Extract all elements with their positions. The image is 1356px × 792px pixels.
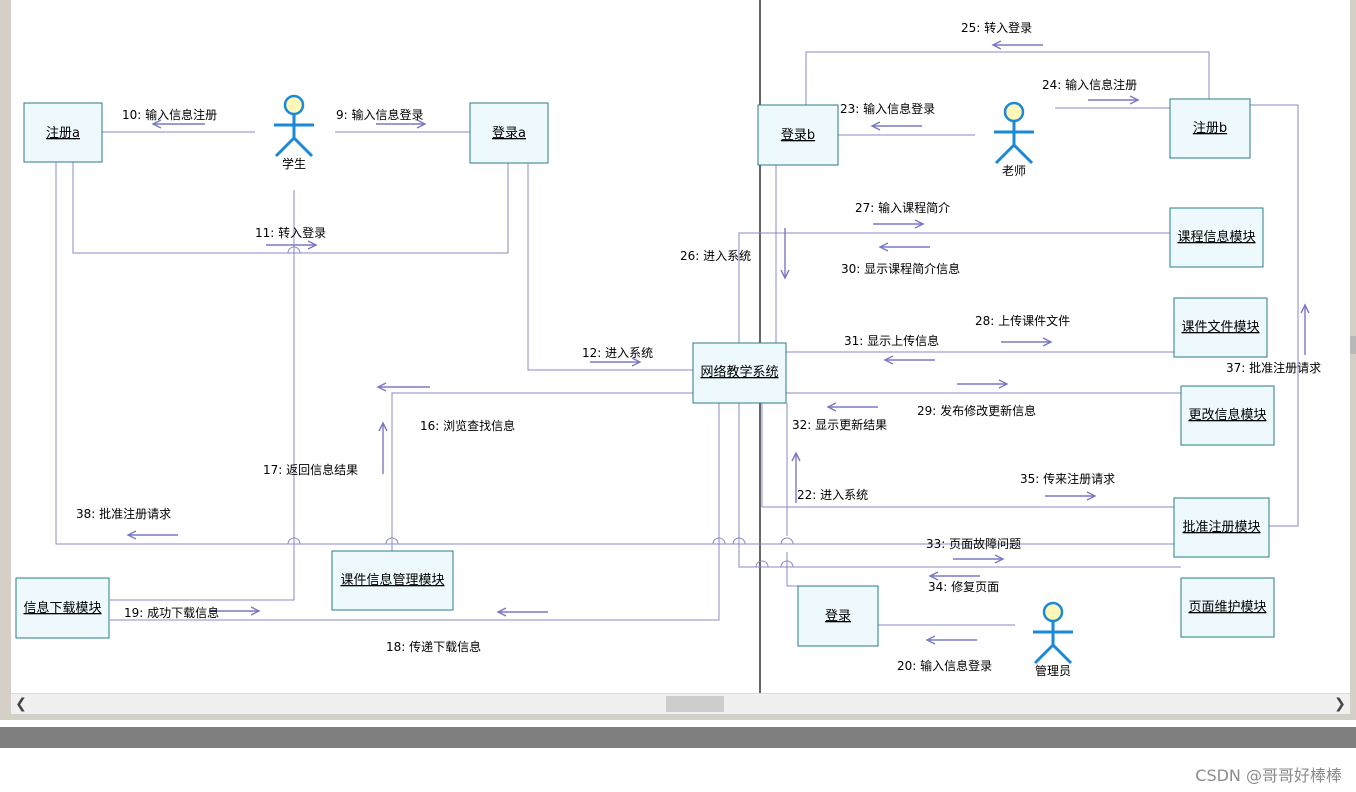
actor-admin[interactable]: 管理员: [1033, 601, 1073, 678]
message-label: 33: 页面故障问题: [926, 536, 1021, 551]
message-arrows: [126, 40, 1310, 645]
node-approve[interactable]: 批准注册模块: [1173, 497, 1270, 558]
message-label: 37: 批准注册请求: [1226, 360, 1321, 375]
actor-head-icon: [1003, 101, 1025, 123]
line-hop: [385, 537, 399, 545]
message-label: 22: 进入系统: [797, 488, 868, 502]
node-label: 登录: [825, 609, 851, 624]
node-label: 登录b: [781, 128, 815, 143]
node-label: 课件文件模块: [1181, 320, 1259, 335]
horizontal-scrollbar[interactable]: ❮ ❯: [11, 693, 1350, 714]
line-hop: [712, 537, 726, 545]
line-hop: [732, 537, 746, 545]
message-label: 10: 输入信息注册: [122, 107, 217, 122]
node-label: 登录a: [492, 126, 526, 141]
message-label: 24: 输入信息注册: [1042, 77, 1137, 92]
chevron-left-icon[interactable]: ❮: [15, 696, 27, 712]
node-label: 课件信息管理模块: [340, 572, 444, 588]
message-label: 17: 返回信息结果: [263, 462, 358, 477]
node-course-mgmt[interactable]: 课件信息管理模块: [331, 550, 454, 611]
message-label: 20: 输入信息登录: [897, 658, 992, 673]
link-system-download: [110, 403, 720, 621]
line-hop: [755, 560, 769, 568]
message-label: 28: 上传课件文件: [975, 313, 1070, 328]
node-label: 注册a: [46, 126, 80, 141]
scrollbar-thumb[interactable]: [666, 696, 724, 712]
message-label: 16: 浏览查找信息: [420, 418, 515, 433]
node-login[interactable]: 登录: [797, 585, 879, 647]
message-label: 35: 传来注册请求: [1020, 471, 1115, 486]
diagram-canvas: 注册a 登录a 登录b 注册b 网络教学系统 课程信息模块 课件文件模块 更改信…: [11, 0, 1350, 693]
node-reg-a[interactable]: 注册a: [23, 102, 103, 163]
message-label: 30: 显示课程简介信息: [841, 261, 960, 276]
message-label: 31: 显示上传信息: [844, 333, 939, 348]
link-reg-b-approve: [1250, 104, 1299, 527]
link-system-course-info: [738, 232, 1170, 343]
chevron-right-icon[interactable]: ❯: [1334, 696, 1346, 712]
link-system-login-2: [786, 552, 798, 587]
node-course-file[interactable]: 课件文件模块: [1173, 297, 1268, 358]
actor-teacher[interactable]: 老师: [994, 101, 1034, 178]
node-login-b[interactable]: 登录b: [757, 104, 839, 166]
actor-student[interactable]: 学生: [274, 94, 314, 171]
node-label: 更改信息模块: [1188, 407, 1266, 423]
link-system-course-mgmt: [391, 392, 693, 551]
link-login-b-reg-b: [805, 51, 1210, 105]
node-label: 信息下载模块: [23, 600, 101, 616]
node-download[interactable]: 信息下载模块: [15, 577, 110, 639]
message-label: 27: 输入课程简介: [855, 200, 950, 215]
link-reg-a-login-a: [72, 162, 509, 254]
line-hop: [780, 537, 794, 545]
node-label: 课程信息模块: [1177, 229, 1255, 245]
message-label: 25: 转入登录: [961, 20, 1032, 35]
node-change-info[interactable]: 更改信息模块: [1180, 385, 1275, 446]
actor-head-icon: [1042, 601, 1064, 623]
message-label: 32: 显示更新结果: [792, 417, 887, 432]
link-student-download: [110, 190, 295, 601]
node-login-a[interactable]: 登录a: [469, 102, 549, 164]
link-system-approve: [761, 403, 1174, 508]
actor-label: 管理员: [1035, 663, 1071, 678]
node-maintain[interactable]: 页面维护模块: [1180, 577, 1275, 638]
node-course-info[interactable]: 课程信息模块: [1169, 207, 1264, 268]
message-label: 12: 进入系统: [582, 346, 653, 360]
link-system-maintain: [738, 403, 1181, 568]
message-label: 29: 发布修改更新信息: [917, 403, 1036, 418]
message-label: 19: 成功下载信息: [124, 605, 219, 620]
actor-head-icon: [283, 94, 305, 116]
node-label: 页面维护模块: [1188, 600, 1266, 615]
status-bar: [0, 727, 1356, 748]
message-label: 26: 进入系统: [680, 249, 751, 263]
node-label: 注册b: [1193, 121, 1227, 136]
node-label: 批准注册模块: [1182, 520, 1260, 535]
actor-label: 学生: [282, 156, 306, 171]
line-hop: [287, 537, 301, 545]
message-label: 11: 转入登录: [255, 225, 326, 240]
node-system[interactable]: 网络教学系统: [692, 342, 787, 404]
line-hop: [780, 560, 794, 568]
vertical-scrollbar-grip[interactable]: [1350, 336, 1356, 354]
message-label: 18: 传递下载信息: [386, 639, 481, 654]
message-label: 9: 输入信息登录: [336, 107, 424, 122]
message-label: 23: 输入信息登录: [840, 101, 935, 116]
collaboration-diagram: 注册a 登录a 登录b 注册b 网络教学系统 课程信息模块 课件文件模块 更改信…: [15, 0, 1321, 693]
message-label: 38: 批准注册请求: [76, 506, 171, 521]
message-label: 34: 修复页面: [928, 579, 999, 594]
line-hop: [287, 246, 301, 254]
node-reg-b[interactable]: 注册b: [1169, 98, 1251, 159]
link-reg-a-approve: [55, 162, 1174, 545]
watermark: CSDN @哥哥好棒棒: [1195, 766, 1342, 785]
node-label: 网络教学系统: [700, 364, 778, 380]
actor-label: 老师: [1002, 164, 1026, 178]
link-login-a-system: [527, 163, 693, 371]
